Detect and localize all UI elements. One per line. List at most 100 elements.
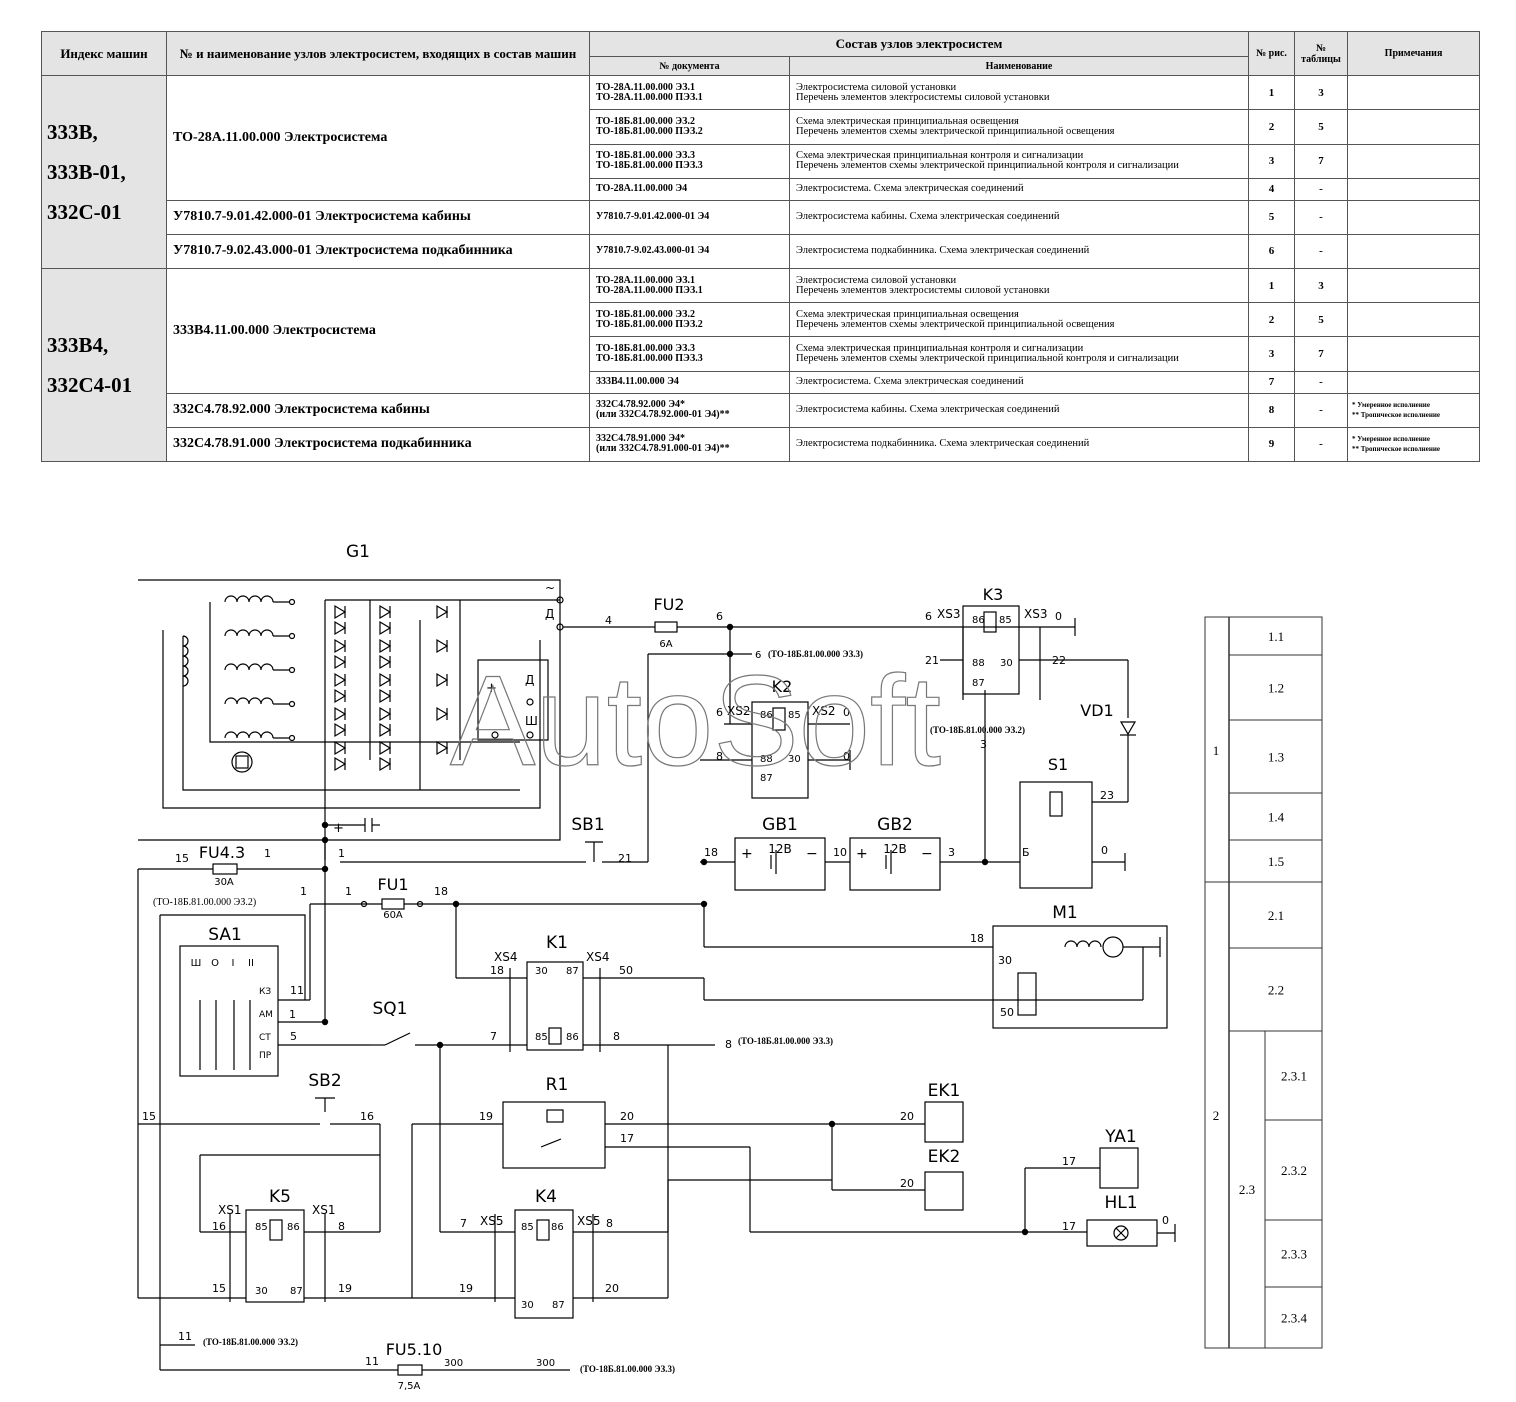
wire-number: 23 [1100,789,1114,802]
unit-name: У7810.7-9.01.42.000-01 Электросистема ка… [166,199,590,235]
fu4-rating: 30А [214,877,234,888]
terminal [360,900,368,908]
doc-number: 333В4.11.00.000 Э4 [589,370,790,394]
unit-name: 332С4.78.91.000 Электросистема подкабинн… [166,426,590,463]
plus-sign: + [856,846,868,862]
ya1-solenoid [1099,1147,1139,1189]
pin: 85 [535,1032,548,1043]
fu1-rating: 60А [383,910,403,921]
panel-item: 1.5 [1268,854,1284,869]
wire-number: 3 [948,846,955,859]
plus-sign: + [333,821,344,836]
ek2-heater [924,1171,964,1211]
wire-number: 20 [900,1177,914,1190]
pin: 86 [972,615,985,626]
xs3-connector-left: XS3 [937,607,960,621]
m1-label: M1 [1052,903,1077,923]
table-number: 5 [1294,302,1349,338]
k3-coil [983,611,997,633]
hl1-label: HL1 [1104,1193,1137,1213]
doc-title: Электросистема кабины. Схема электрическ… [788,392,1250,428]
g1-regulator-icon [231,751,253,773]
minus-sign: − [806,846,818,862]
sa1-position: ІІ [248,958,254,969]
fu1-fuse [381,898,405,910]
ref-e33-bottom: (ТО-18Б.81.00.000 ЭЗ.3) [580,1364,675,1374]
note [1347,233,1481,270]
wire-number: 21 [925,654,939,667]
s1-label: S1 [1048,755,1068,774]
header-tab: № таблицы [1294,30,1349,77]
doc-number: 332С4.78.92.000 Э4*(или 332С4.78.92.000-… [589,392,790,428]
wire-number: 15 [175,852,189,865]
junction-dot [1021,1228,1029,1236]
wire-number: 7 [490,1030,497,1043]
fu4-label: FU4.3 [199,843,245,862]
k1-relay-body [526,961,584,1051]
wire-number: 17 [620,1132,634,1145]
panel-item: 2.3.1 [1281,1069,1307,1084]
wire-number: 6 [716,610,723,623]
ek2-label: EK2 [928,1147,961,1167]
g1-wire [209,602,520,743]
table-number: - [1294,392,1349,428]
wire-number: 8 [613,1030,620,1043]
pin: 30 [788,754,801,765]
sa1-label: SA1 [208,925,242,945]
k4-label: K4 [535,1187,557,1207]
note [1347,109,1481,145]
pin: 86 [566,1032,579,1043]
pin: 86 [287,1222,300,1233]
bridge-diode [379,740,392,756]
bridge-diode [334,756,347,772]
pin: 30 [521,1300,534,1311]
wire-number: 8 [338,1220,345,1233]
g1-terminal [288,734,296,742]
figure-number: 5 [1248,199,1296,235]
g1-terminal [288,700,296,708]
note: * Умеренное исполнение** Тропическое исп… [1347,426,1481,463]
wire-number: 20 [900,1110,914,1123]
table-number: 3 [1294,75,1349,111]
wire-number: 16 [212,1220,226,1233]
figure-number: 7 [1248,370,1296,394]
wire-number: 11 [178,1330,192,1343]
pin: 30 [535,966,548,977]
wire-number: 15 [212,1282,226,1295]
wire-number: 20 [620,1110,634,1123]
terminal [556,596,564,604]
figure-number: 1 [1248,75,1296,111]
bridge-diode [379,620,392,636]
bridge-diode [436,672,449,688]
gb1-battery [734,837,826,891]
xs5-connector-right: XS5 [577,1214,600,1228]
table-number: - [1294,177,1349,201]
wire-number: 0 [1101,844,1108,857]
bridge-diode [334,688,347,704]
pin: 87 [290,1286,303,1297]
panel-item: 2.3.3 [1281,1247,1307,1262]
panel-item: 2.1 [1268,908,1284,923]
g1-label: G1 [346,542,370,562]
gb1-voltage: 12В [768,842,792,856]
wire-number: 0 [843,706,850,719]
wire-number: 50 [1000,1006,1014,1019]
panel-item: 2.3.4 [1281,1311,1308,1326]
doc-title: Схема электрическая принципиальная освещ… [788,109,1250,145]
sa1-switch-body [179,945,279,1077]
bridge-diode [334,706,347,722]
bridge-diode [436,604,449,620]
wire-number: 22 [1052,654,1066,667]
ac-sign: ~ [545,581,555,595]
g1-wire [182,700,520,791]
bridge-diode [379,638,392,654]
fu5-label: FU5.10 [386,1340,443,1359]
fu2-label: FU2 [653,595,684,614]
watermark: AutoSoft [450,650,941,793]
junction-dot [700,858,708,866]
note [1347,268,1481,304]
pin: 87 [972,678,985,689]
gb2-voltage: 12В [883,842,907,856]
